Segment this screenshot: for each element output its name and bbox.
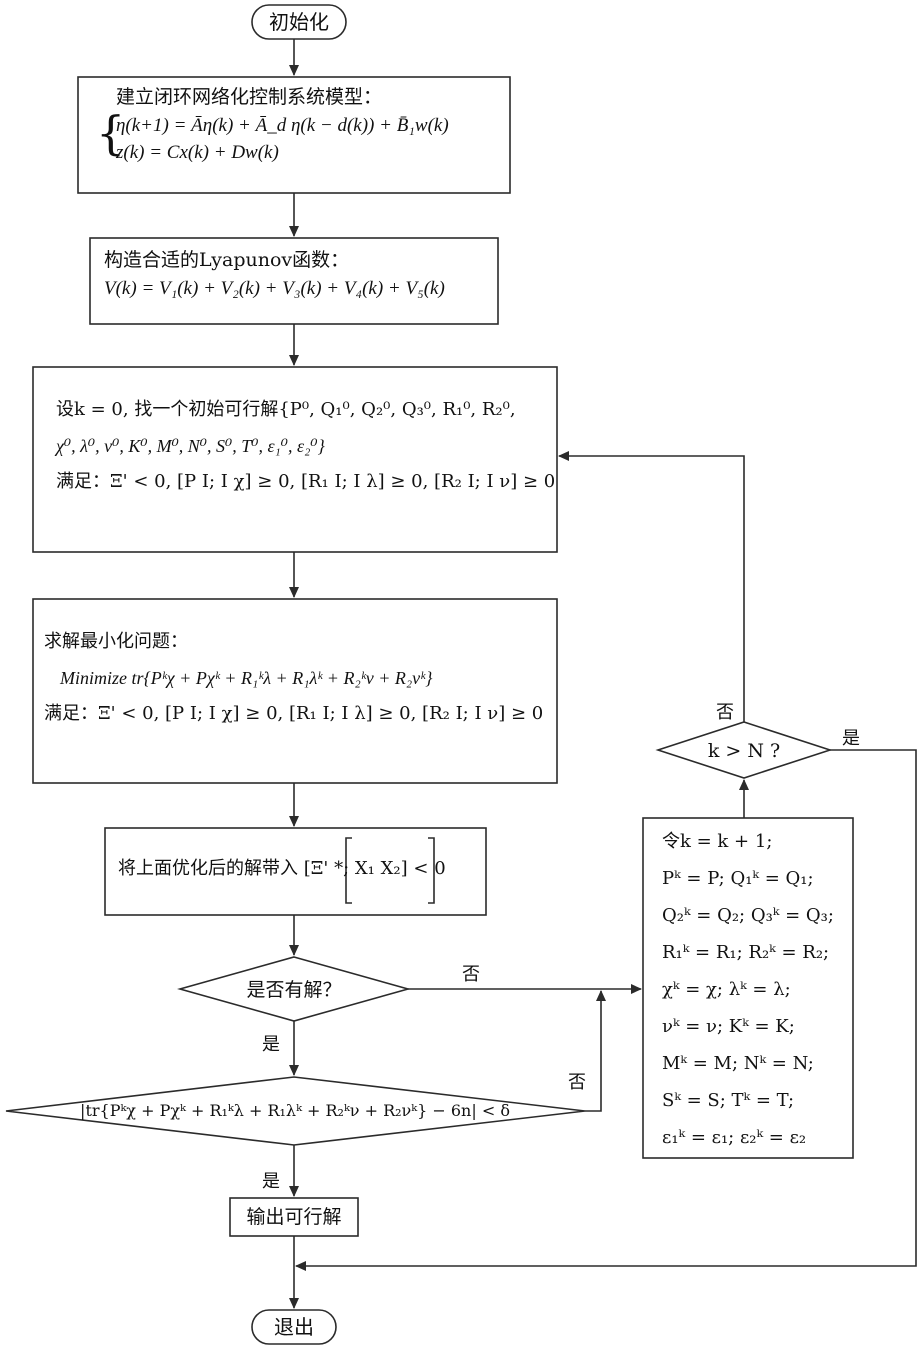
model-brace-group: { η(k+1) = Āη(k) + Ā_d η(k − d(k)) + B̄₁… <box>96 112 496 167</box>
edge-label-k-yes: 是 <box>842 724 860 750</box>
lyapunov-text: 构造合适的Lyapunov函数： V(k) = V₁(k) + V₂(k) + … <box>104 247 484 302</box>
update-line: χᵏ = χ; λᵏ = λ; <box>662 971 848 1008</box>
model-equation-1: η(k+1) = Āη(k) + Ā_d η(k − d(k)) + B̄₁w(… <box>116 112 496 140</box>
model-text: 建立闭环网络化控制系统模型： { η(k+1) = Āη(k) + Ā_d η(… <box>96 84 496 167</box>
minimize-constraint: 满足：Ξ' < 0, [P I; I χ] ≥ 0, [R₁ I; I λ] ≥… <box>44 696 549 732</box>
update-line: Mᵏ = M; Nᵏ = N; <box>662 1045 848 1082</box>
minimize-objective: Minimize tr{Pᵏχ + Pχᵏ + R₁ᵏλ + R₁λᵏ + R₂… <box>44 660 549 696</box>
has-solution-label: 是否有解？ <box>196 977 392 1005</box>
model-title: 建立闭环网络化控制系统模型： <box>96 84 496 112</box>
output-label: 输出可行解 <box>230 1204 358 1232</box>
model-brace: { <box>96 110 125 156</box>
edge-label-trace-yes: 是 <box>262 1167 280 1193</box>
init-line-2: χ⁰, λ⁰, ν⁰, K⁰, M⁰, N⁰, S⁰, T⁰, ε₁⁰, ε₂⁰… <box>56 428 546 464</box>
update-line: Sᵏ = S; Tᵏ = T; <box>662 1082 848 1119</box>
edge-label-has-solution-no: 否 <box>462 960 480 986</box>
update-line: 令k = k + 1; <box>662 823 848 860</box>
k-check-label: k > N ? <box>680 738 808 766</box>
substitute-text: 将上面优化后的解带入 [Ξ' *; X₁ X₂] < 0 <box>118 856 478 882</box>
update-line: R₁ᵏ = R₁; R₂ᵏ = R₂; <box>662 934 848 971</box>
model-equation-2: z(k) = Cx(k) + Dw(k) <box>116 139 496 167</box>
edge-trace-no <box>585 991 601 1111</box>
minimize-text: 求解最小化问题： Minimize tr{Pᵏχ + Pχᵏ + R₁ᵏλ + … <box>44 624 549 732</box>
lyapunov-title: 构造合适的Lyapunov函数： <box>104 247 484 275</box>
minimize-title: 求解最小化问题： <box>44 624 549 660</box>
edge-k-no <box>559 456 744 722</box>
edge-label-k-no: 否 <box>716 698 734 724</box>
update-line: Q₂ᵏ = Q₂; Q₃ᵏ = Q₃; <box>662 897 848 934</box>
trace-check-label: |tr{Pᵏχ + Pχᵏ + R₁ᵏλ + R₁λᵏ + R₂ᵏν + R₂ν… <box>70 1099 520 1122</box>
edge-label-trace-no: 否 <box>568 1068 586 1094</box>
init-line-3: 满足：Ξ' < 0, [P I; I χ] ≥ 0, [R₁ I; I λ] ≥… <box>56 464 546 500</box>
update-line: ε₁ᵏ = ε₁; ε₂ᵏ = ε₂ <box>662 1119 848 1156</box>
update-text: 令k = k + 1; Pᵏ = P; Q₁ᵏ = Q₁; Q₂ᵏ = Q₂; … <box>662 823 848 1156</box>
edge-label-has-solution-yes: 是 <box>262 1030 280 1056</box>
update-line: νᵏ = ν; Kᵏ = K; <box>662 1008 848 1045</box>
init-text: 设k = 0, 找一个初始可行解{P⁰, Q₁⁰, Q₂⁰, Q₃⁰, R₁⁰,… <box>56 392 546 500</box>
lyapunov-equation: V(k) = V₁(k) + V₂(k) + V₃(k) + V₄(k) + V… <box>104 275 484 303</box>
start-label: 初始化 <box>252 8 346 37</box>
init-line-1: 设k = 0, 找一个初始可行解{P⁰, Q₁⁰, Q₂⁰, Q₃⁰, R₁⁰,… <box>56 392 546 428</box>
exit-label: 退出 <box>252 1313 336 1342</box>
update-line: Pᵏ = P; Q₁ᵏ = Q₁; <box>662 860 848 897</box>
